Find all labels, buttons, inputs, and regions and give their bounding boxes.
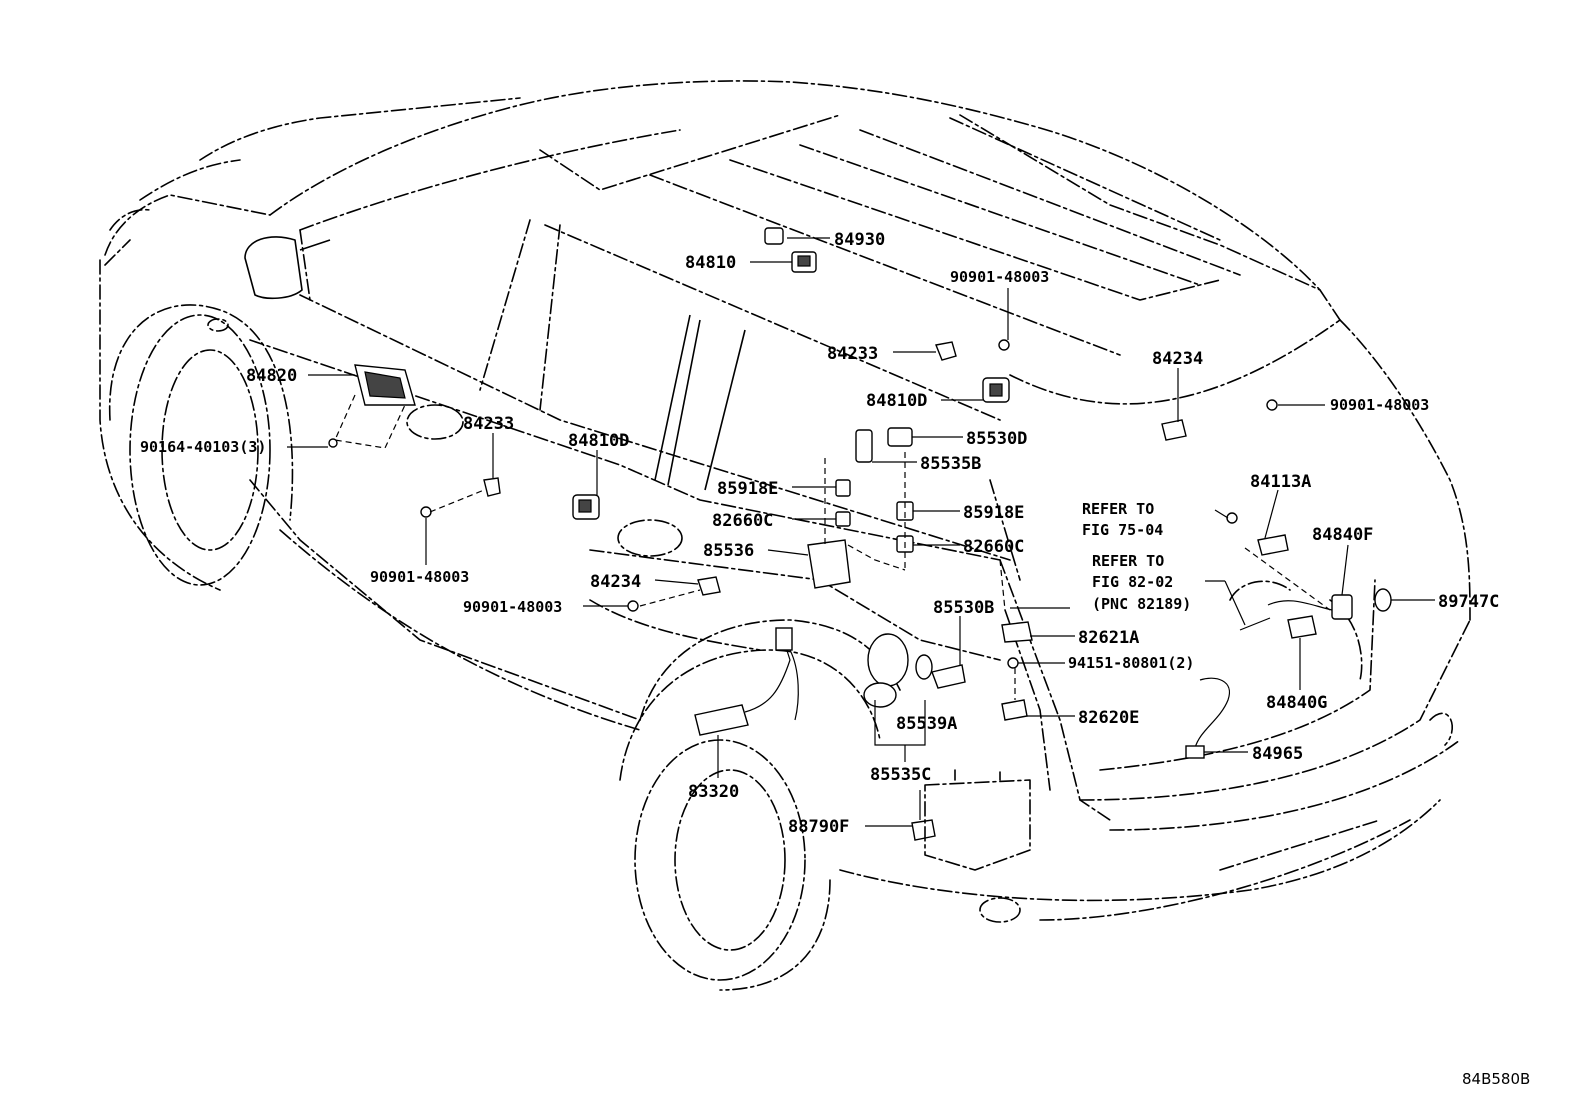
label-85918E-b: 85918E [963,503,1024,523]
label-90901-cargo: 90901-48003 [463,598,562,616]
ref-note-82-line1: REFER TO [1092,552,1164,570]
label-84965: 84965 [1252,744,1303,764]
label-84113A: 84113A [1250,472,1311,492]
ref-note-75-line2: FIG 75-04 [1082,521,1163,539]
label-85536: 85536 [703,541,754,561]
label-84840G: 84840G [1266,693,1327,713]
diagram-code: 84B580B [1462,1070,1530,1088]
label-82620E: 82620E [1078,708,1139,728]
part-82620E-glyph [1001,699,1028,721]
part-glyphs [328,227,1392,871]
label-90901-roof: 90901-48003 [950,268,1049,286]
label-82660C-b: 82660C [963,537,1024,557]
label-85530B: 85530B [933,598,994,618]
screw-ref75-glyph [1226,512,1238,524]
part-84233-roof-glyph [935,341,957,361]
screw-90901-roof-glyph [998,339,1010,351]
label-84810D-door: 84810D [568,431,629,451]
part-84930-glyph [764,227,784,245]
part-88790F-glyph [911,819,936,841]
ref-note-82-line3: (PNC 82189) [1092,595,1191,613]
label-82621A: 82621A [1078,628,1139,648]
part-labels: 84930 84810 90901-48003 84233 84810D 842… [140,230,1499,837]
part-85536-glyph [807,539,851,589]
label-82660C-a: 82660C [712,511,773,531]
label-85918E-a: 85918E [717,479,778,499]
part-84840F-glyph [1331,594,1353,620]
part-85918E-a-glyph [835,479,851,497]
label-84233-door: 84233 [463,414,514,434]
part-84234-rear-glyph [1161,419,1187,441]
part-85539A-glyph [867,633,909,687]
reference-notes: REFER TO FIG 75-04 REFER TO FIG 82-02 (P… [1082,500,1191,613]
label-85539A: 85539A [896,714,957,734]
part-82660C-a-glyph [835,511,851,527]
label-84233-roof: 84233 [827,344,878,364]
label-84820: 84820 [246,366,297,386]
screw-90164-glyph [328,438,338,448]
ref-note-82-line2: FIG 82-02 [1092,573,1173,591]
part-89747C-glyph [1374,588,1392,612]
label-84234-cargo: 84234 [590,572,641,592]
screw-90901-door-glyph [420,506,432,518]
label-84810D-roof: 84810D [866,391,927,411]
part-84234-cargo-glyph [697,576,721,596]
part-85530B-glyph [931,664,966,689]
label-89747C: 89747C [1438,592,1499,612]
label-84930: 84930 [834,230,885,250]
part-83320-sensor-glyph [775,627,793,651]
part-83320-glyph [694,704,749,736]
label-84840F: 84840F [1312,525,1373,545]
screw-90901-cargo-glyph [627,600,639,612]
label-90901-rear: 90901-48003 [1330,396,1429,414]
leader-lines [287,237,1435,827]
label-94151: 94151-80801(2) [1068,654,1194,672]
part-84965-glyph [1185,745,1205,759]
label-84810: 84810 [685,253,736,273]
label-88790F: 88790F [788,817,849,837]
label-85535C: 85535C [870,765,931,785]
ref-note-75-line1: REFER TO [1082,500,1154,518]
label-85530D: 85530D [966,429,1027,449]
part-84113A-glyph [1257,534,1289,556]
label-83320: 83320 [688,782,739,802]
label-90901-door: 90901-48003 [370,568,469,586]
part-85530D-glyph [887,427,913,447]
part-82621A-glyph [1001,621,1033,643]
part-84840G-glyph [1287,615,1317,639]
label-90164: 90164-40103(3) [140,438,266,456]
nut-94151-glyph [1007,657,1019,669]
screw-90901-rear-glyph [1266,399,1278,411]
part-84233-door-glyph [483,477,501,497]
label-85535B: 85535B [920,454,981,474]
label-84234-rear: 84234 [1152,349,1203,369]
vehicle-outline [99,80,1471,991]
part-85535B-glyph [855,429,873,463]
